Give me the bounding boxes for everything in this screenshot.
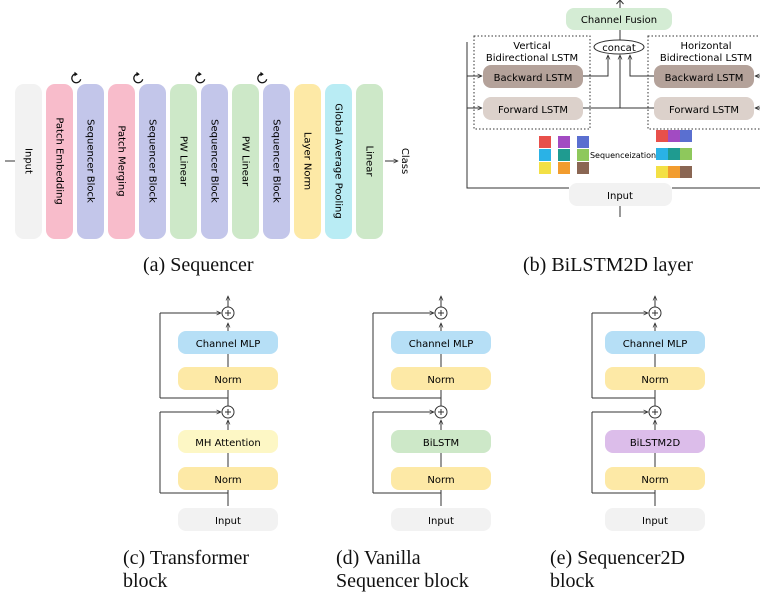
pw-linear-block-1: PW Linear [170,84,197,239]
linear-block: Linear [356,84,383,239]
global-average-pooling-label: Global Average Pooling [333,103,344,218]
pw-linear-label: PW Linear [178,136,189,187]
channel-mlp-label: Channel MLP [409,339,473,350]
bilstm2d-label: BiLSTM2D [630,438,681,449]
input-label: Input [428,516,454,527]
sequencer-block-2: Sequencer Block [133,71,166,239]
norm-label: Norm [427,375,454,386]
input-label: Input [23,148,34,174]
input-label: Input [642,516,668,527]
forward-lstm-label: Forward LSTM [498,105,568,116]
backward-lstm-label: Backward LSTM [665,73,744,84]
patch-merging-block: Patch Merging [108,84,135,239]
norm-label: Norm [214,375,241,386]
input-label: Input [607,191,633,202]
concat-label: concat [602,43,636,54]
vertical-lstm-title-1: Vertical [513,41,550,52]
linear-label: Linear [364,145,375,177]
caption-e-line2: block [550,570,595,592]
norm-label: Norm [214,475,241,486]
horizontal-sequence-grid [656,130,692,178]
horizontal-forward-lstm: Forward LSTM [654,97,754,120]
class-label: Class [399,148,410,174]
panel-e-sequencer2d-block: Channel MLP Norm BiLSTM2D Norm Input [591,296,705,531]
norm-label: Norm [641,475,668,486]
panel-b-bilstm2d: Channel Fusion concat Vertical Bidirecti… [466,0,760,217]
vertical-backward-lstm: Backward LSTM [483,65,583,88]
bilstm-label: BiLSTM [423,438,459,449]
sequencer-block-4: Sequencer Block [257,71,290,239]
input-label: Input [215,516,241,527]
caption-c-line1: (c) Transformer [123,547,250,569]
channel-mlp-label: Channel MLP [196,339,260,350]
caption-e-line1: (e) Sequencer2D [550,547,685,569]
caption-c-line2: block [123,570,168,592]
pw-linear-label: PW Linear [240,136,251,187]
patch-embedding-block: Patch Embedding [46,84,73,239]
sequencer-block-label: Sequencer Block [271,119,282,203]
layer-norm-label: Layer Norm [302,132,313,190]
repeat-loop-icon [71,73,82,84]
layer-norm-block: Layer Norm [294,84,321,239]
horizontal-lstm-title-2: Bidirectional LSTM [660,53,752,64]
concat-node: concat [593,39,645,55]
channel-fusion-label: Channel Fusion [581,15,657,26]
panel-c-transformer-block: Channel MLP Norm MH Attention Norm Input [159,296,278,531]
caption-a: (a) Sequencer [143,254,254,276]
sequencer-block-label: Sequencer Block [85,119,96,203]
norm-label: Norm [427,475,454,486]
sequencer-block-label: Sequencer Block [147,119,158,203]
forward-lstm-label: Forward LSTM [669,105,739,116]
vertical-forward-lstm: Forward LSTM [483,97,583,120]
patch-merging-label: Patch Merging [116,125,127,196]
sequencer-block-label: Sequencer Block [209,119,220,203]
mh-attention-label: MH Attention [195,438,260,449]
caption-d-line2: Sequencer block [336,570,469,592]
channel-mlp-label: Channel MLP [623,339,687,350]
pw-linear-block-2: PW Linear [232,84,259,239]
vertical-lstm-title-2: Bidirectional LSTM [486,53,578,64]
input-block: Input [15,84,42,239]
panel-a-sequencer: Input Patch Embedding Sequencer Block Pa… [5,71,410,239]
horizontal-backward-lstm: Backward LSTM [654,65,754,88]
sequencer-block-3: Sequencer Block [195,71,228,239]
global-average-pooling-block: Global Average Pooling [325,84,352,239]
repeat-loop-icon [195,73,206,84]
repeat-loop-icon [133,73,144,84]
patch-embedding-label: Patch Embedding [54,117,65,204]
bilstm2d-input-block: Input [569,183,672,206]
sequenceization-label: Sequenceization [590,151,656,160]
caption-b: (b) BiLSTM2D layer [523,254,693,276]
vertical-sequence-grid [539,136,589,174]
horizontal-lstm-title-1: Horizontal [680,41,731,52]
channel-fusion-block: Channel Fusion [566,8,672,30]
caption-d-line1: (d) Vanilla [336,547,421,569]
sequencer-block-1: Sequencer Block [71,71,104,239]
panel-d-vanilla-sequencer-block: Channel MLP Norm BiLSTM Norm Input [372,296,491,531]
repeat-loop-icon [257,73,268,84]
backward-lstm-label: Backward LSTM [494,73,573,84]
norm-label: Norm [641,375,668,386]
